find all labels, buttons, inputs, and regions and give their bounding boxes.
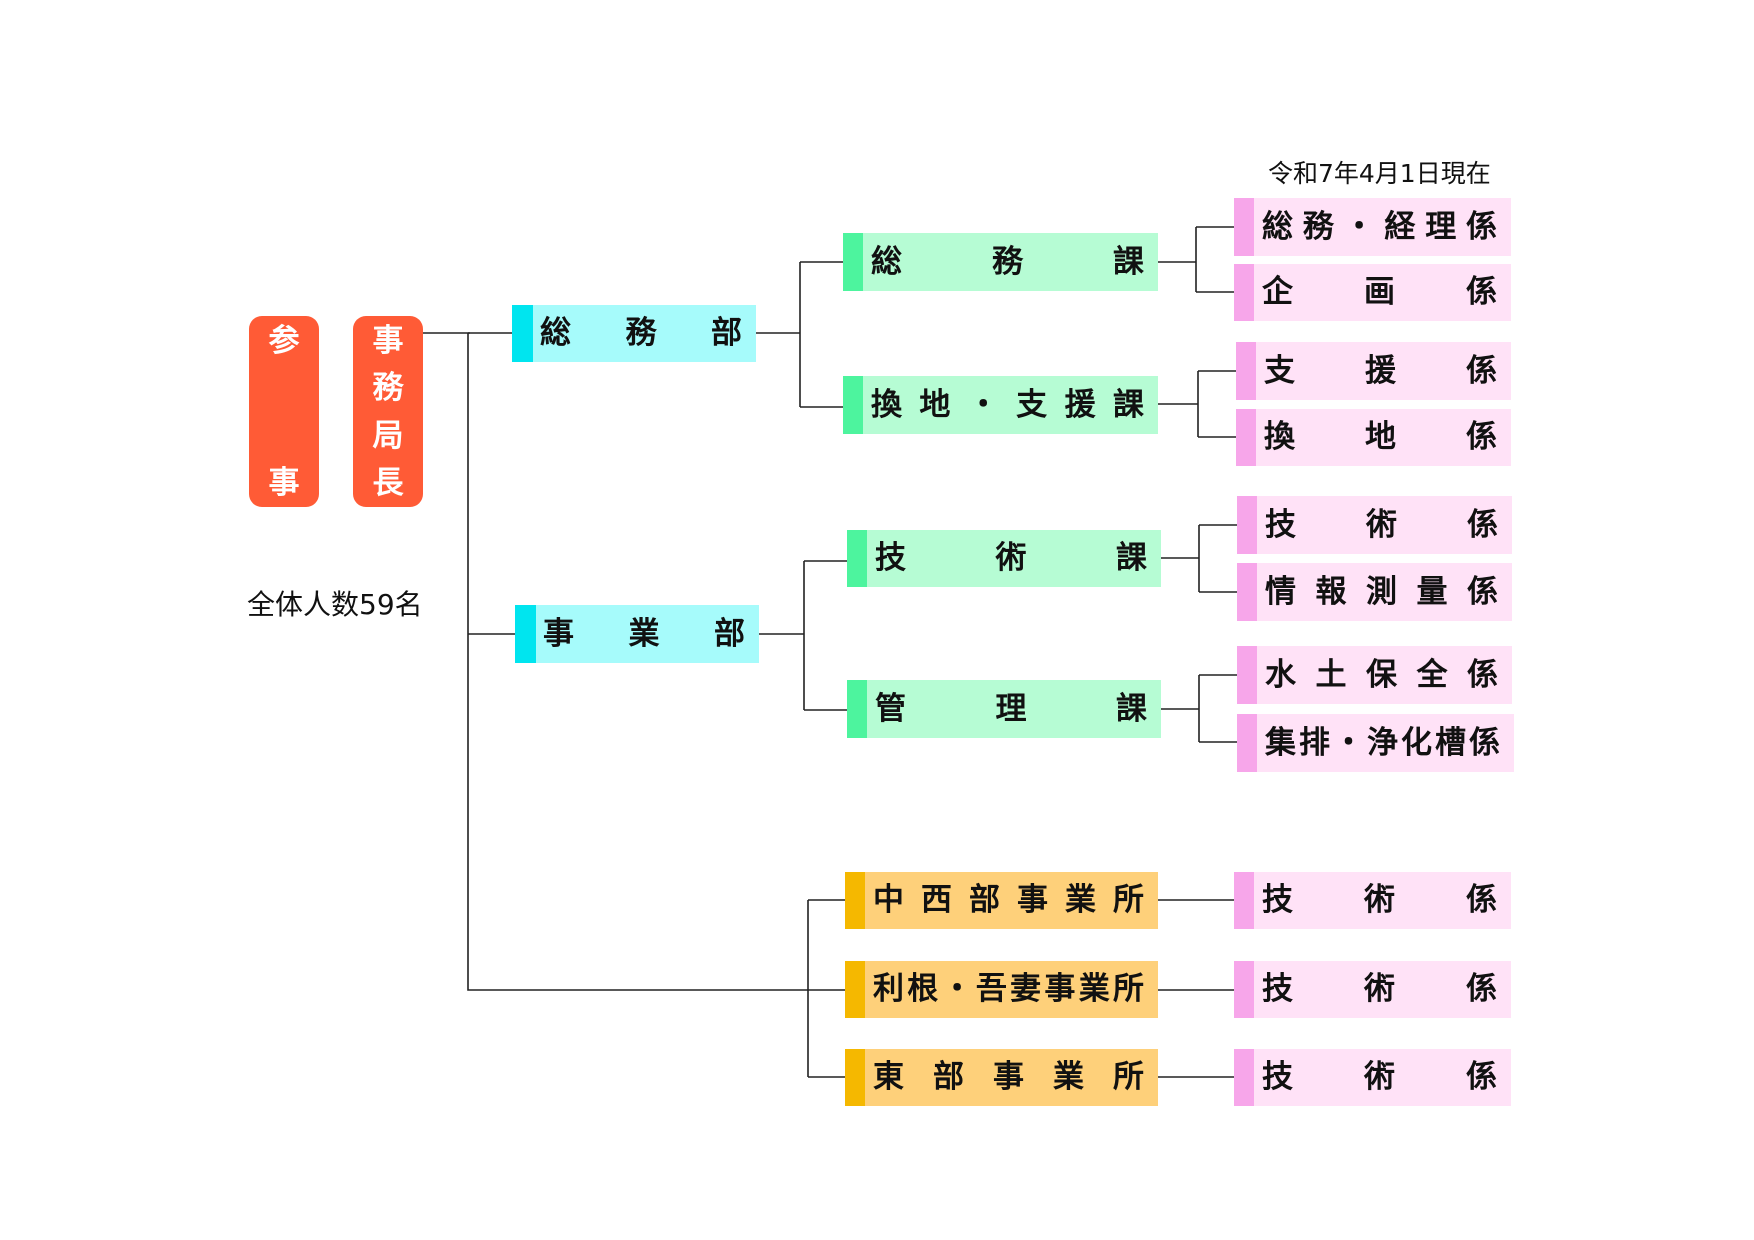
unit-shuhai-jokaso: 集 排 ・ 浄 化 槽 係 [1237,714,1514,772]
connector-dept1-branch [756,261,843,408]
connector-dept2-branch [759,560,847,711]
unit-kanchi: 換 地 係 [1236,409,1511,466]
unit-joho-sokuryo: 情 報 測 量 係 [1237,563,1512,621]
as-of-date: 令和7年4月1日現在 [1268,159,1491,188]
office-chuseibu: 中 西 部 事 業 所 [845,872,1158,929]
connector-office-bracket [807,899,845,1078]
connector-section1-units [1158,226,1234,293]
connector-section4-units [1161,674,1237,743]
office-tobu: 東 部 事 業 所 [845,1049,1158,1106]
dept-somu: 総 務 部 [512,305,756,362]
connector-main-trunk [467,333,808,991]
section-somu: 総 務 課 [843,233,1158,291]
connector-section3-units [1161,524,1237,593]
unit-somu-keiri: 総 務 ・ 経 理 係 [1234,198,1511,256]
unit-suido-hozen: 水 土 保 全 係 [1237,646,1512,704]
office-tone-agatsuma: 利 根 ・ 吾 妻 事 業 所 [845,961,1158,1018]
section-gijutsu: 技 術 課 [847,530,1161,587]
section-kanri: 管 理 課 [847,680,1161,738]
unit-gijutsu-tobu: 技 術 係 [1234,1049,1511,1106]
exec-sanji: 参 事 [249,316,319,507]
unit-kikaku: 企 画 係 [1234,264,1511,321]
section-kanchi-shien: 換 地 ・ 支 援 課 [843,376,1158,434]
exec-secretary-general: 事 務 局 長 [353,316,423,507]
unit-gijutsu: 技 術 係 [1237,496,1512,554]
unit-gijutsu-tone-agatsuma: 技 術 係 [1234,961,1511,1018]
unit-shien: 支 援 係 [1236,342,1511,400]
staff-total: 全体人数59名 [247,588,423,621]
dept-jigyo: 事 業 部 [515,605,759,663]
connector-section2-units [1158,370,1236,438]
unit-gijutsu-chuseibu: 技 術 係 [1234,872,1511,929]
